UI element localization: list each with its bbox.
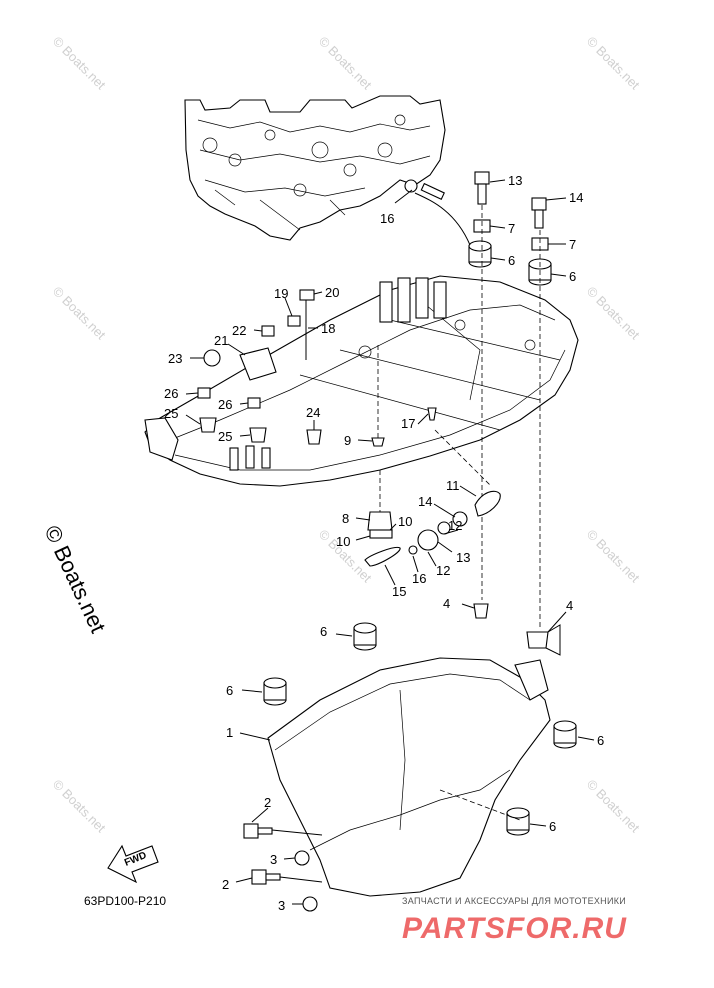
callout-label: 6: [549, 819, 556, 834]
shop-tagline: ЗАПЧАСТИ И АКСЕССУАРЫ ДЛЯ МОТОТЕХНИКИ: [402, 896, 626, 906]
callout-label: 13: [508, 173, 522, 188]
watermark: © Boats.net: [50, 284, 109, 343]
callout-label: 4: [566, 598, 573, 613]
callout-label: 1: [226, 725, 233, 740]
watermark: © Boats.net: [584, 527, 643, 586]
side-parts: [197, 289, 322, 445]
callout-label: 3: [278, 898, 285, 913]
callout-label: 7: [569, 237, 576, 252]
callout-label: 4: [443, 596, 450, 611]
callout-label: 25: [218, 429, 232, 444]
watermark: © Boats.net: [50, 777, 109, 836]
callout-label: 13: [456, 550, 470, 565]
callout-label: 7: [508, 221, 515, 236]
grommet-6: [263, 677, 287, 706]
callout-label: 17: [401, 416, 415, 431]
callout-label: 10: [398, 514, 412, 529]
bolts-5: [474, 171, 547, 229]
watermark: © Boats.net: [584, 777, 643, 836]
callout-label: 26: [218, 397, 232, 412]
callout-label: 9: [344, 433, 351, 448]
callout-label: 3: [270, 852, 277, 867]
callout-label: 14: [569, 190, 583, 205]
watermark: © Boats.net: [584, 34, 643, 93]
callout-label: 26: [164, 386, 178, 401]
callout-label: 14: [418, 494, 432, 509]
callout-label: 10: [336, 534, 350, 549]
callout-label: 12: [436, 563, 450, 578]
lower-case-pan: [144, 275, 579, 487]
watermark: © Boats.net: [50, 34, 109, 93]
hose-parts: [364, 179, 561, 656]
cowling-hardware: [243, 823, 323, 912]
shop-brand-logo: PARTSFOR.RU: [402, 912, 627, 945]
callout-label: 21: [214, 333, 228, 348]
grommets: [263, 240, 577, 836]
callout-label: 6: [569, 269, 576, 284]
callout-label: 16: [412, 571, 426, 586]
fwd-arrow: FWD: [107, 844, 159, 884]
callout-label: 16: [380, 211, 394, 226]
copyright-label: © Boats.net: [39, 522, 110, 637]
callout-label: 20: [325, 285, 339, 300]
callout-label: 19: [274, 286, 288, 301]
grommet-6: [468, 240, 492, 268]
callout-label: 12: [448, 518, 462, 533]
callout-label: 6: [597, 733, 604, 748]
callout-label: 24: [306, 405, 320, 420]
callout-label: 11: [446, 478, 460, 493]
bottom-cowling: [267, 657, 551, 897]
engine-block: [184, 95, 446, 241]
grommet-6: [506, 807, 530, 836]
callout-label: 6: [508, 253, 515, 268]
callout-label: 23: [168, 351, 182, 366]
callout-label: 18: [321, 321, 335, 336]
grommet-6: [353, 622, 377, 651]
callout-label: 6: [320, 624, 327, 639]
callout-label: 15: [392, 584, 406, 599]
watermark: © Boats.net: [316, 34, 375, 93]
callout-label: 6: [226, 683, 233, 698]
callout-label: 22: [232, 323, 246, 338]
diagram-code: 63PD100-P210: [84, 894, 166, 908]
callout-label: 8: [342, 511, 349, 526]
callout-label: 2: [264, 795, 271, 810]
watermark: © Boats.net: [584, 284, 643, 343]
callouts: 13 14 7 7 6 6 16 20 19 18 22 21 23 26 26…: [164, 173, 604, 913]
callout-label: 2: [222, 877, 229, 892]
grommet-6: [553, 720, 577, 749]
callout-label: 25: [164, 406, 178, 421]
